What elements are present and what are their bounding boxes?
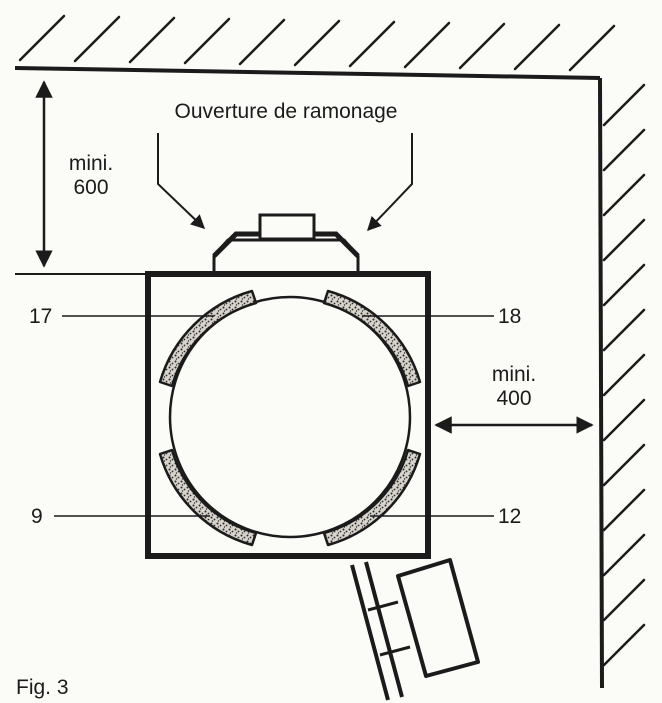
right-wall: [598, 77, 646, 689]
door-handle: [396, 558, 480, 678]
stove-door: [350, 558, 480, 701]
figure-caption: Fig. 3: [16, 676, 69, 699]
part-number-18: 18: [498, 305, 522, 328]
clearance-top-text: mini. 600: [68, 152, 114, 200]
firebrick-segment-bottom-right: [322, 448, 422, 547]
part-number-9: 9: [31, 505, 43, 528]
cleaning-opening-title: Ouverture de ramonage: [174, 100, 398, 123]
clearance-top-dimension: [15, 80, 146, 275]
part-number-17: 17: [29, 305, 53, 328]
firebrick-segment-bottom-left: [158, 448, 258, 547]
firebrick-segment-top-right: [322, 289, 422, 388]
firebrick-segments: [158, 289, 422, 547]
flue-collar: [212, 213, 360, 274]
firebrick-segment-top-left: [158, 289, 258, 388]
clearance-right-label: mini. 400: [492, 363, 536, 411]
top-wall: [14, 14, 616, 80]
part-number-12: 12: [498, 505, 522, 528]
cleaning-opening-arrows: [157, 133, 413, 232]
part-leader-lines: [54, 315, 494, 517]
clearance-right-text: mini. 400: [491, 363, 537, 411]
clearance-top-label: mini. 600: [69, 152, 113, 200]
